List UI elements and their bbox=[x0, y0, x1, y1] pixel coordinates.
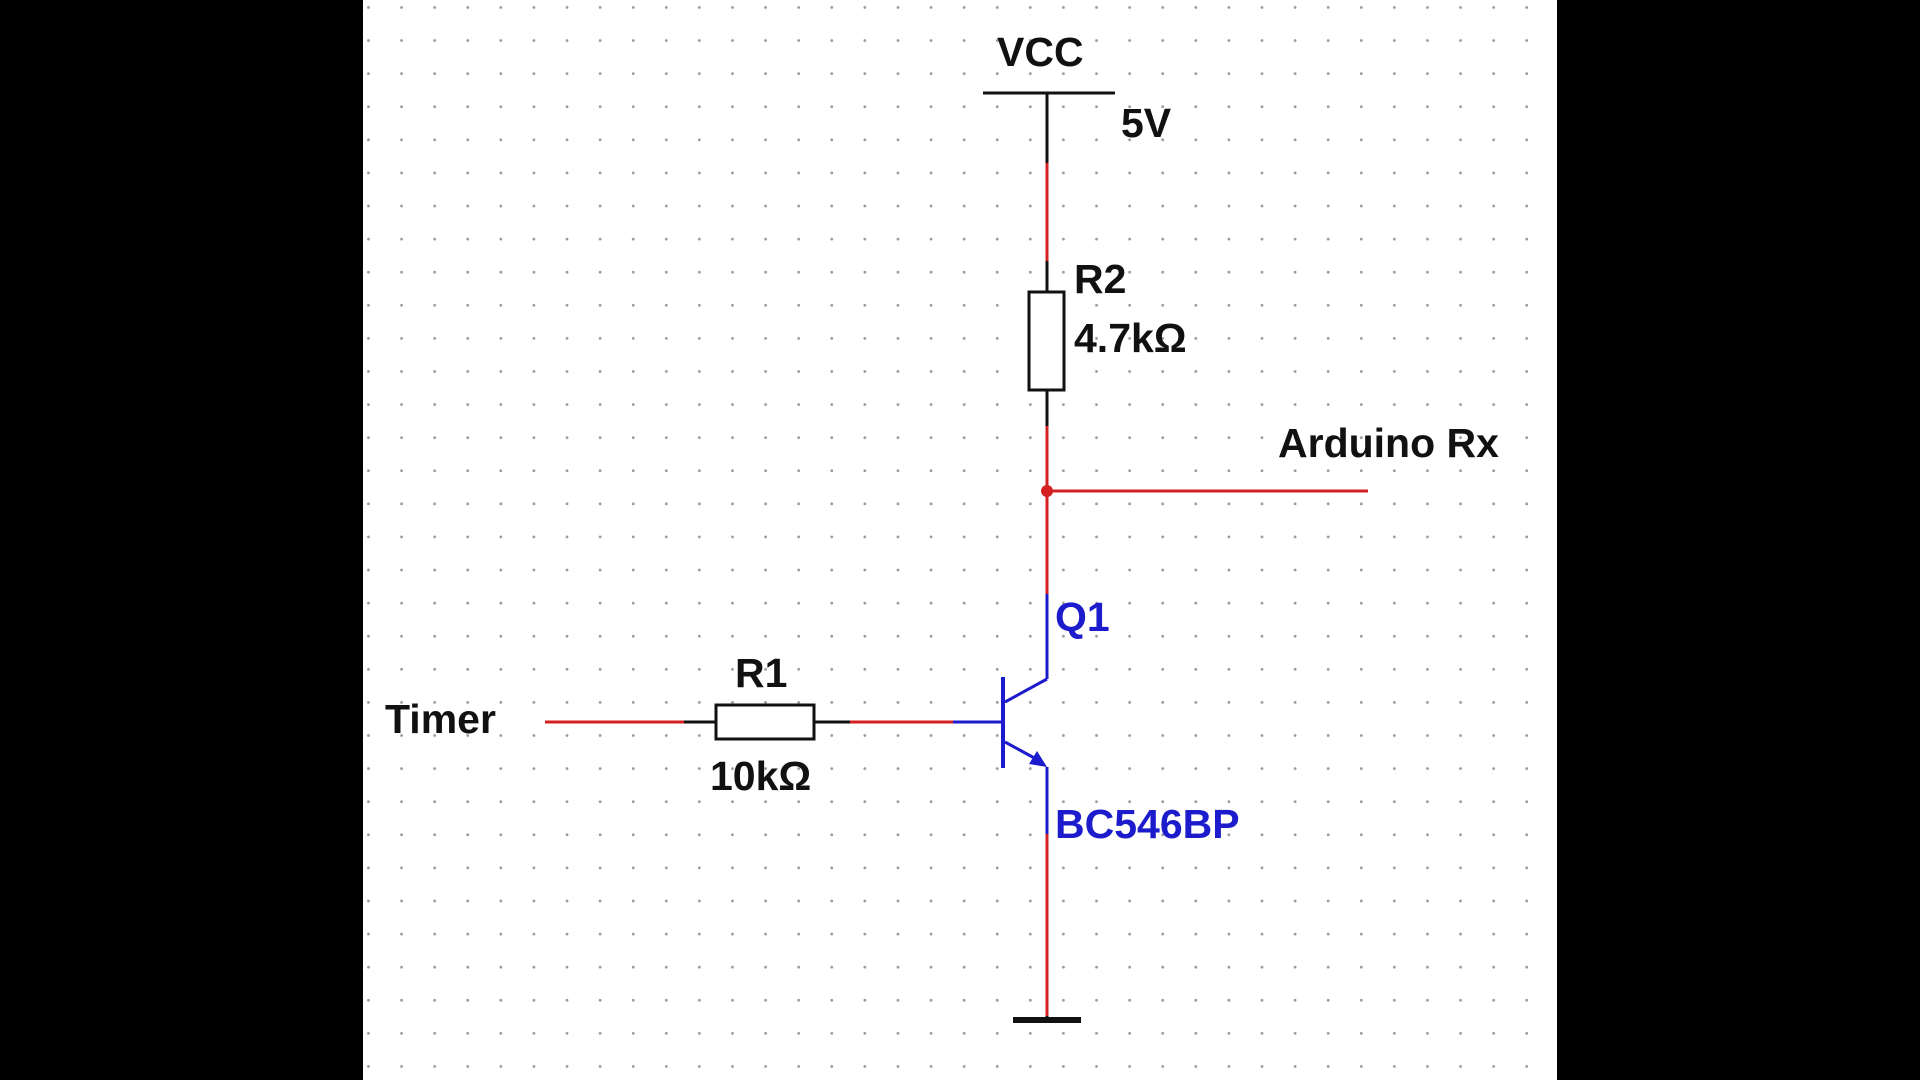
resistor-r2 bbox=[1027, 261, 1066, 426]
vcc-voltage-label: 5V bbox=[1121, 100, 1172, 146]
r1-ref-label: R1 bbox=[735, 650, 787, 696]
q1-model-label: BC546BP bbox=[1055, 801, 1240, 847]
resistor-r1 bbox=[684, 703, 850, 741]
transistor-q1 bbox=[953, 594, 1049, 834]
q1-ref-label: Q1 bbox=[1055, 594, 1110, 640]
output-net-label: Arduino Rx bbox=[1278, 420, 1499, 466]
vcc-label: VCC bbox=[997, 29, 1084, 75]
r2-ref-label: R2 bbox=[1074, 256, 1126, 302]
r1-value-label: 10kΩ bbox=[710, 753, 811, 799]
r2-value-label: 4.7kΩ bbox=[1074, 315, 1187, 361]
vcc-supply-symbol bbox=[983, 91, 1115, 163]
input-net-label: Timer bbox=[385, 696, 496, 742]
ground-symbol bbox=[1013, 1016, 1081, 1023]
schematic-canvas bbox=[363, 0, 1557, 1080]
